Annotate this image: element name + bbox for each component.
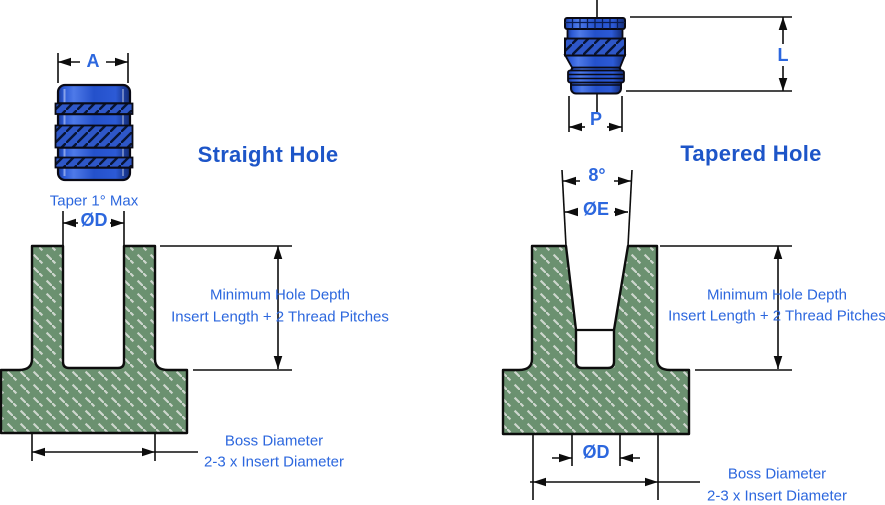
dim-straight-boss-dia <box>31 434 198 461</box>
tapered-section-body <box>501 244 691 436</box>
straight-boss-note-line2: 2-3 x Insert Diameter <box>203 453 345 471</box>
arrowhead <box>63 218 76 228</box>
knurl-band <box>54 156 134 169</box>
arrowhead <box>111 218 124 228</box>
arrowhead <box>778 78 788 91</box>
dim-tapered-boss-dia <box>530 435 700 500</box>
insert-collar <box>566 28 624 40</box>
tapered-hole-section <box>501 244 691 436</box>
arrowhead <box>273 246 283 259</box>
dim-label-tapered-dia-d: ØD <box>582 442 610 462</box>
dim-label-a: A <box>86 51 100 71</box>
arrowhead <box>569 122 582 132</box>
arrowhead <box>773 356 783 369</box>
arrowhead <box>565 207 578 217</box>
taper-note: Taper 1° Max <box>49 192 139 210</box>
arrowhead <box>615 207 628 217</box>
tapered-insert-illustration <box>563 0 627 112</box>
dim-label-l: L <box>777 45 789 65</box>
tapered-boss-note-line2: 2-3 x Insert Diameter <box>706 487 848 505</box>
knurl-band <box>564 37 626 57</box>
arrowhead <box>273 356 283 369</box>
dim-taper-angle-and-dia-e <box>561 169 633 247</box>
dim-straight-hole-dia <box>62 211 125 246</box>
straight-depth-note-line1: Minimum Hole Depth <box>209 286 351 304</box>
dim-tapered-hole-depth <box>660 245 792 371</box>
arrowhead <box>115 57 128 67</box>
insert-waist <box>563 54 627 69</box>
insert-rib-collar <box>567 69 625 84</box>
arrowhead <box>533 477 546 487</box>
tapered-boss-note-line1: Boss Diameter <box>727 465 827 483</box>
arrowhead <box>563 176 576 186</box>
head-serrations <box>571 19 619 29</box>
knurl-band <box>54 102 134 115</box>
straight-boss-note-line1: Boss Diameter <box>224 432 324 450</box>
arrowhead <box>142 447 155 457</box>
dim-label-straight-dia-d: ØD <box>80 210 108 230</box>
slant-extension-line <box>627 169 633 247</box>
arrowhead <box>773 246 783 259</box>
tapered-hole-title: Tapered Hole <box>680 141 822 166</box>
dim-insert-width-a <box>57 53 129 83</box>
dim-label-taper-angle: 8° <box>588 165 606 185</box>
tapered-depth-note-line1: Minimum Hole Depth <box>706 286 848 304</box>
dim-pilot-dia-p <box>568 96 623 132</box>
dim-label-p: P <box>589 109 603 129</box>
knurl-band <box>54 124 134 149</box>
dim-tapered-hole-dia-d <box>552 435 640 466</box>
arrowhead <box>620 453 633 463</box>
dim-label-dia-e: ØE <box>582 199 610 219</box>
straight-insert-illustration <box>54 83 134 182</box>
arrowhead <box>618 176 631 186</box>
dim-insert-length-l <box>626 16 792 92</box>
dim-straight-hole-depth <box>160 245 292 371</box>
arrowhead <box>778 17 788 30</box>
straight-depth-note-line2: Insert Length + 2 Thread Pitches <box>171 308 389 326</box>
arrowhead <box>58 57 71 67</box>
slant-extension-line <box>561 169 567 247</box>
arrowhead <box>609 122 622 132</box>
straight-hole-section <box>0 244 189 435</box>
arrowhead <box>559 453 572 463</box>
arrowhead <box>32 447 45 457</box>
straight-section-body <box>0 244 189 435</box>
tapered-depth-note-line2: Insert Length + 2 Thread Pitches <box>668 307 885 325</box>
straight-hole-title: Straight Hole <box>197 142 339 167</box>
arrowhead <box>645 477 658 487</box>
